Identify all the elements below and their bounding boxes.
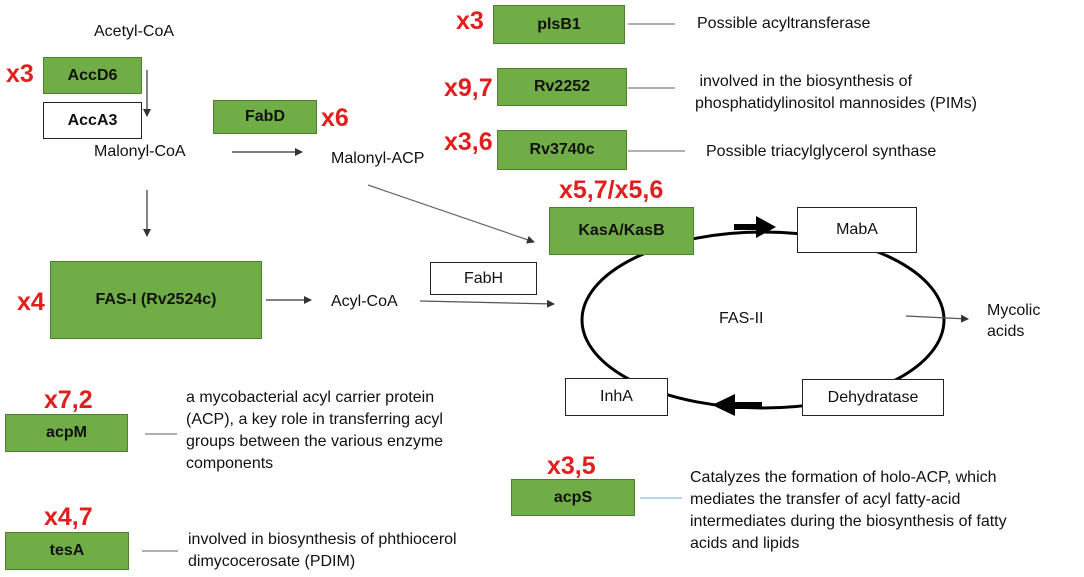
acyl-coa-label: Acyl-CoA	[331, 293, 398, 310]
acetyl-coa-label: Acetyl-CoA	[94, 23, 175, 40]
fabd-fold-change: x6	[321, 104, 349, 132]
cycle-arrow-bottom-icon	[712, 394, 762, 416]
malonyl-coa-label: Malonyl-CoA	[94, 143, 186, 160]
cycle-arrow-top-icon	[734, 216, 776, 238]
tesa-box: tesA	[5, 532, 129, 570]
rv2252-fold-change: x9,7	[444, 74, 493, 102]
acps-fold-change: x3,5	[547, 452, 596, 480]
fas-ii-label: FAS-II	[719, 310, 764, 327]
inha-box: InhA	[565, 378, 668, 416]
edge-acyl-coa-to-fas-ii	[419, 299, 555, 308]
malonyl-acp-label: Malonyl-ACP	[331, 150, 425, 167]
fas-i-fold-change: x4	[17, 288, 45, 316]
tesa-note: involved in biosynthesis of phthiocerol …	[188, 531, 457, 570]
fas-i-box: FAS-I (Rv2524c)	[50, 261, 262, 339]
edge-malonyl-acp-to-kas	[367, 184, 535, 244]
plsb1-box: plsB1	[493, 5, 625, 44]
accd6-fold-change: x3	[6, 60, 34, 88]
fabd-box: FabD	[213, 100, 317, 134]
acpm-fold-change: x7,2	[44, 386, 93, 414]
plsb1-note: Possible acyltransferase	[697, 15, 871, 32]
maba-box: MabA	[797, 207, 917, 253]
rv3740c-fold-change: x3,6	[444, 128, 493, 156]
rv3740c-note: Possible triacylglycerol synthase	[706, 143, 937, 160]
acps-box: acpS	[511, 479, 635, 516]
acca3-box: AccA3	[43, 102, 142, 139]
rv2252-note: involved in the biosynthesis of phosphat…	[695, 73, 977, 112]
accd6-box: AccD6	[43, 57, 142, 94]
acpm-box: acpM	[5, 414, 128, 452]
mycolic-acids-label: Mycolic acids	[987, 302, 1041, 340]
dehydratase-box: Dehydratase	[802, 379, 944, 416]
kas-fold-change: x5,7/x5,6	[559, 176, 664, 204]
rv2252-box: Rv2252	[497, 68, 627, 106]
plsb1-fold-change: x3	[456, 7, 484, 35]
fabh-box: FabH	[430, 262, 537, 295]
acps-note: Catalyzes the formation of holo-ACP, whi…	[690, 469, 1007, 552]
tesa-fold-change: x4,7	[44, 503, 93, 531]
edge-fas-ii-to-mycolic	[905, 314, 969, 323]
acpm-note: a mycobacterial acyl carrier protein (AC…	[186, 389, 444, 472]
kasab-box: KasA/KasB	[549, 207, 694, 255]
rv3740c-box: Rv3740c	[497, 130, 627, 170]
